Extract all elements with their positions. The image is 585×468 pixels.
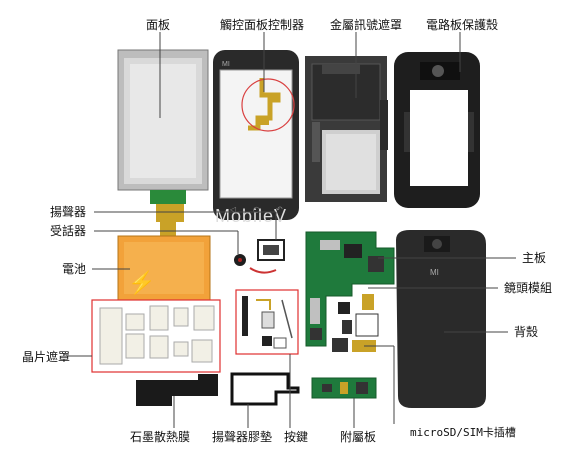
label-card-slot: microSD/SIM卡插槽 xyxy=(410,426,516,439)
front-panel-part: MI ◁ ○ ↶ xyxy=(213,50,299,220)
svg-text:◁: ◁ xyxy=(229,205,236,214)
label-panel: 面板 xyxy=(146,18,171,32)
label-graphite-film: 石墨散熱膜 xyxy=(130,430,191,444)
panel-part xyxy=(117,49,209,236)
label-buttons: 按鍵 xyxy=(284,430,309,444)
mainboard-part xyxy=(305,231,395,347)
label-back-cover: 背殼 xyxy=(514,325,539,339)
label-camera-module: 鏡頭模組 xyxy=(504,281,553,295)
front-logo: MI xyxy=(222,61,230,68)
label-mainboard: 主板 xyxy=(522,251,547,265)
chip-shield-group xyxy=(91,299,221,373)
svg-text:○: ○ xyxy=(253,205,260,214)
label-battery: 電池 xyxy=(62,262,87,276)
watermark: MobileV xyxy=(215,206,287,226)
label-board-cover: 電路板保護殼 xyxy=(426,18,499,32)
leader-lines xyxy=(66,32,516,428)
graphite-film-part xyxy=(136,374,218,406)
receiver-part xyxy=(234,254,246,266)
svg-text:↶: ↶ xyxy=(275,205,283,214)
metal-shield-part xyxy=(305,56,388,202)
board-cover-part xyxy=(394,52,480,208)
back-cover-part: MI xyxy=(396,230,486,408)
battery-part: ⚡ xyxy=(117,235,211,301)
back-logo: MI xyxy=(430,268,439,277)
svg-text:⚡: ⚡ xyxy=(128,270,155,296)
label-metal-shield: 金屬訊號遮罩 xyxy=(330,18,403,32)
sub-board-part xyxy=(311,377,377,399)
speaker-pad-part xyxy=(230,372,300,406)
touch-controller-ring xyxy=(241,78,295,132)
buttons-group xyxy=(235,289,299,355)
label-sub-board: 附屬板 xyxy=(340,430,377,444)
label-speaker: 揚聲器 xyxy=(50,205,87,219)
label-chip-shield: 晶片遮罩 xyxy=(22,350,71,364)
speaker-part xyxy=(249,239,285,274)
card-slot-part xyxy=(332,338,376,352)
label-speaker-pad: 揚聲器膠墊 xyxy=(212,430,273,444)
label-touch-controller: 觸控面板控制器 xyxy=(220,18,305,32)
camera-module-part xyxy=(338,294,379,337)
label-receiver: 受話器 xyxy=(50,224,87,238)
